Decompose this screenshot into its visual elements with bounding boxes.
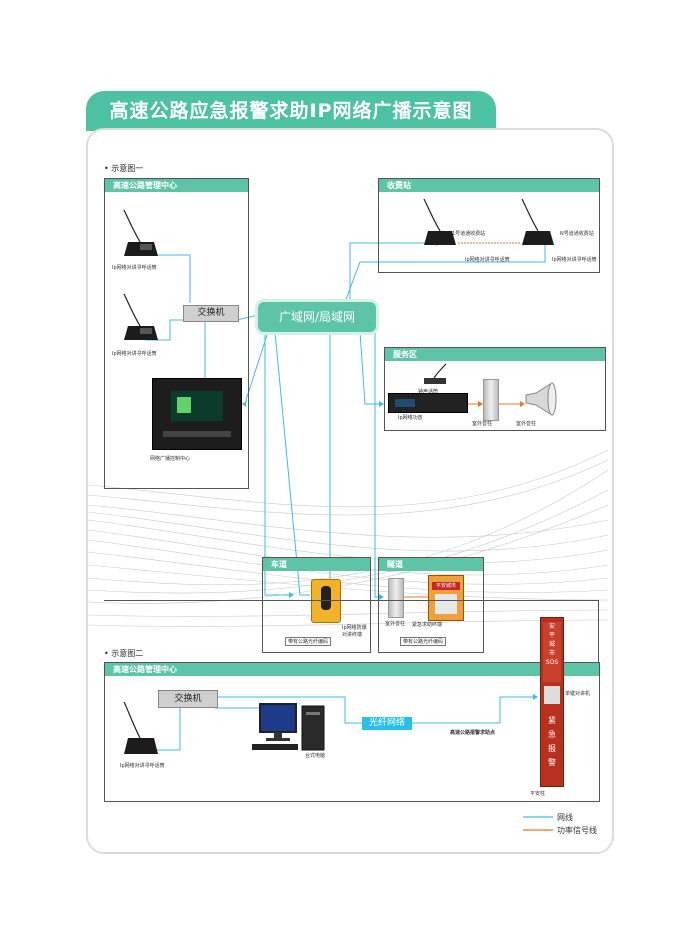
toll-mic-n xyxy=(518,197,556,247)
pillar-side-label: 单键对讲机 xyxy=(565,691,591,697)
horn-speaker-icon xyxy=(525,382,557,416)
emergency-help-terminal: 平安城市 xyxy=(428,575,464,621)
legend-power-label: 功率信号线 xyxy=(557,826,597,835)
pillar-top-panel: 安 平 城 市 SOS xyxy=(543,622,561,682)
microphone-icon xyxy=(123,293,158,340)
terminal-panel xyxy=(435,594,457,614)
pillar-top-2: 平 xyxy=(548,632,555,639)
lane-phone-label2: 对讲终端 xyxy=(342,632,363,638)
toll-mic1-label: Ip网络对讲寻呼话筒 xyxy=(465,257,510,263)
tunnel-terminal-label: 紧急求助终端 xyxy=(412,622,443,628)
microphone-icon xyxy=(423,198,456,245)
server-panel xyxy=(163,431,231,437)
terminal-screen: 平安城市 xyxy=(432,582,460,590)
ip-amplifier xyxy=(388,393,468,413)
pillar-intercom xyxy=(544,686,560,704)
pillar-top-1: 安 xyxy=(548,623,555,630)
page-title: 高速公路应急报警求助IP网络广播示意图 xyxy=(86,91,496,131)
lane-box: 车道 xyxy=(262,557,371,653)
safety-pillar: 安 平 城 市 SOS 紧 急 报 警 xyxy=(540,617,564,787)
mgmt2-mic-label: Ip网络对讲寻呼话筒 xyxy=(120,763,165,769)
tunnel-plate: 带有公路光纤编码 xyxy=(400,637,447,646)
wan-lan-node: 广域网/局域网 xyxy=(258,302,376,332)
fiber-network: 光纤网络 xyxy=(362,717,412,730)
chime-mic-label: 钟声话筒 xyxy=(418,389,439,395)
toll-micN-label: Ip网络对讲寻呼话筒 xyxy=(552,257,597,263)
pillar-top-3: 城 xyxy=(548,641,555,648)
toll-station-box: 收费站 xyxy=(378,178,600,273)
toll-station-head: 收费站 xyxy=(379,179,599,192)
pillar-text-3: 报 xyxy=(548,744,556,753)
tunnel-column-speaker xyxy=(388,578,404,618)
desktop-pc xyxy=(252,702,332,754)
mgmt2-switch: 交换机 xyxy=(158,690,218,708)
logo-icon xyxy=(177,397,191,413)
diagram1-caption: • 示意图一 xyxy=(104,164,144,173)
server-screen xyxy=(171,391,223,421)
column-speaker xyxy=(483,379,499,421)
horn-label: 室外音柱 xyxy=(516,421,537,427)
service-area-head: 服务区 xyxy=(385,348,605,361)
pillar-text-4: 警 xyxy=(548,758,556,767)
mgmt-center-box: 高速公路管理中心 xyxy=(104,178,249,489)
lane-head: 车道 xyxy=(263,558,370,571)
toll-mic-1 xyxy=(420,197,458,247)
broadcast-server xyxy=(152,378,242,450)
power-lines xyxy=(404,242,522,598)
server-label: 网络广播控制中心 xyxy=(150,456,191,462)
explosion-proof-phone xyxy=(311,579,341,623)
lane-phone-label1: Ip网络防爆 xyxy=(342,625,367,631)
amp-display xyxy=(395,399,415,407)
diagram2-caption: • 示意图二 xyxy=(104,649,144,658)
pillar-text-2: 急 xyxy=(548,730,556,739)
mgmt2-mic xyxy=(120,700,160,756)
toll-stationN-label: N号道通收费站 xyxy=(560,231,594,237)
mgmt-center-head: 高速公路管理中心 xyxy=(105,179,248,192)
legend-network-label: 网线 xyxy=(557,813,573,822)
power-arrowheads xyxy=(478,401,525,407)
diagram2-frame-top xyxy=(104,600,599,663)
microphone-icon xyxy=(521,198,554,245)
mgmt2-head: 高速公路管理中心 xyxy=(105,663,599,676)
toll-station1-label: 1号道通收费站 xyxy=(452,231,486,237)
tunnel-column-label: 室外音柱 xyxy=(385,621,406,627)
chime-mic xyxy=(420,362,450,386)
pillar-sos: SOS xyxy=(545,659,559,666)
mic1-label: Ip网络对讲寻呼话筒 xyxy=(112,265,157,271)
pc-label: 台式电脑 xyxy=(305,753,326,759)
microphone-icon xyxy=(424,363,447,384)
service-area-box: 服务区 xyxy=(384,347,606,431)
amp-label: Ip网络功放 xyxy=(398,415,423,421)
mgmt-switch: 交换机 xyxy=(183,305,239,322)
pillar-text: 紧 急 报 警 xyxy=(543,714,561,774)
pillar-bottom-label: 平安柱 xyxy=(530,791,546,797)
pillar-text-1: 紧 xyxy=(548,716,556,725)
microphone-icon xyxy=(123,701,158,754)
phone-handset-icon xyxy=(321,586,331,610)
lane-plate: 带有公路光纤编码 xyxy=(285,637,332,646)
tunnel-box: 隧道 xyxy=(378,557,484,653)
desktop-computer-icon xyxy=(252,703,325,751)
pillar-top-4: 市 xyxy=(548,650,555,657)
help-point-label: 高速公路报警求助点 xyxy=(450,730,496,736)
horn-speaker xyxy=(522,381,558,417)
tunnel-head: 隧道 xyxy=(379,558,483,571)
paging-mic-1 xyxy=(120,208,160,258)
mic2-label: Ip网络对讲寻呼话筒 xyxy=(112,351,157,357)
mgmt2-box: 高速公路管理中心 xyxy=(104,662,600,802)
column-label: 室外音柱 xyxy=(472,421,493,427)
paging-mic-2 xyxy=(120,292,160,342)
microphone-icon xyxy=(123,209,158,256)
